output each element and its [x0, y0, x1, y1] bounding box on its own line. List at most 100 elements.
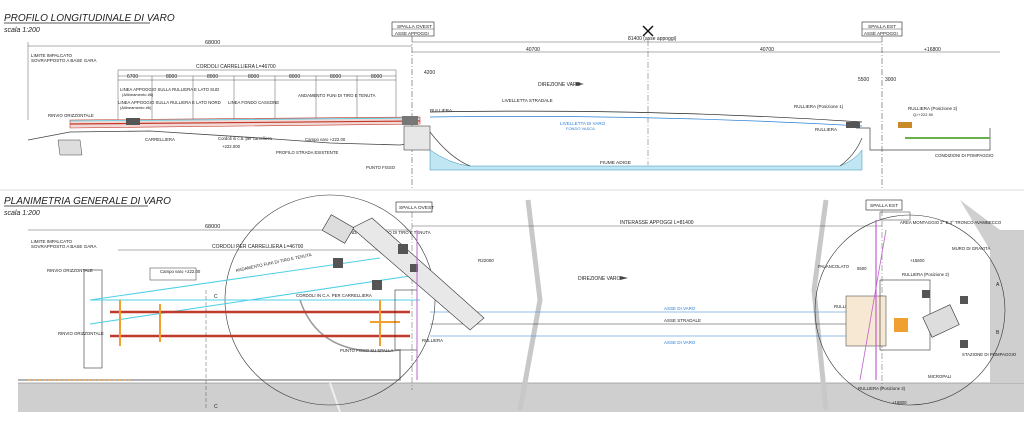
- profile-dim-right: +16800: [924, 47, 941, 53]
- profile-condizioni: CONDIZIONI DI POMPAGGIO: [935, 153, 994, 158]
- profile-title: PROFILO LONGITUDINALE DI VARO: [4, 13, 175, 24]
- profile-asse-appoggi-est: ASSE APPOGGI: [864, 31, 898, 36]
- plan-interasse: INTERASSE APPOGGI L=81400: [620, 220, 694, 226]
- profile-sovrapposto: SOVRAPPOSTO A BASE GARA: [31, 58, 96, 63]
- plan-cordoli: CORDOLI PER CARRELLIERA L=46700: [212, 244, 304, 250]
- profile-asse-appoggi-ovest: ASSE APPOGGI: [395, 31, 429, 36]
- plan-title: PLANIMETRIA GENERALE DI VARO: [4, 196, 171, 207]
- plan-direction-arrow-icon: [620, 276, 628, 280]
- segment-label: 8000: [289, 74, 300, 80]
- plan-rulliera: RULLIERA: [422, 338, 443, 343]
- profile-livelletta: LIVELLETTA STRADALE: [502, 98, 553, 103]
- plan-spalla-est-tag: SPALLA EST: [865, 199, 903, 211]
- plan-rinvio-1: RINVIO ORIZZONTALE: [47, 268, 93, 273]
- plan-sovrapposto: SOVRAPPOSTO A BASE GARA: [31, 244, 96, 249]
- profile-dim-half-left: 40700: [526, 47, 540, 53]
- profile-rulliera-ovest: RULLIERA: [430, 108, 452, 113]
- profile-rulliera-label: RULLIERA: [815, 127, 837, 132]
- segment-label: 8000: [371, 74, 382, 80]
- plan-palancolato: PALANCOLATO: [818, 264, 850, 269]
- profile-campo-varo: Campo varo +222.00: [305, 137, 346, 142]
- profile-linea2b: (Allineamento #6): [120, 105, 152, 110]
- profile-fondo-vasca: FONDO VASCA: [566, 126, 595, 131]
- plan-rinvio-2: RINVIO ORIZZONTALE: [58, 331, 104, 336]
- profile-cordoli-ca: Cordoli in c.a. per carrelliera: [218, 136, 272, 141]
- plan-micropali: MICROPALI: [928, 374, 951, 379]
- segment-label: 6700: [127, 74, 138, 80]
- east-structure: [845, 220, 968, 381]
- plan-asse-varo-2: ASSE DI VARO: [664, 340, 696, 345]
- east-rulliera-block: [846, 122, 860, 128]
- plan-spalla-ovest-tag: SPALLA OVEST: [395, 201, 434, 213]
- plan-limite: LIMITE IMPALCATO: [31, 239, 73, 244]
- profile-linea3: LINEA FONDO CASSONE: [228, 100, 279, 105]
- profile-dim-4200: 4200: [424, 70, 435, 76]
- segment-label: 8000: [166, 74, 177, 80]
- cables: [89, 257, 420, 325]
- profile-linea2: LINEA APPOGGIO SULLA RULLIERA E LATO NOR…: [118, 100, 221, 105]
- profile-rulliera-p2: RULLIERA (Posizione 2): [908, 106, 958, 111]
- carrelliera-rails: [110, 310, 410, 338]
- plan-stazione: STAZIONE DI POMPAGGIO: [962, 352, 1017, 357]
- profile-dim-5500: 5500: [858, 77, 869, 83]
- plan-dim-right: +16800: [892, 400, 907, 405]
- profile-spalla-est-tag: SPALLA EST ASSE APPOGGI: [861, 21, 903, 37]
- profile-carrelliera: CARRELLIERA: [145, 137, 175, 142]
- plan-area: AREA MONTAGGIO 2° E 3° TRONCO AVAMBECCO: [900, 220, 1002, 225]
- profile-dim-total: 68000: [205, 40, 220, 46]
- river-bank-east: [811, 199, 829, 411]
- midspan-marker-icon: [642, 25, 654, 37]
- plan-rulliera-p3: RULLIERA (Posizione 3): [858, 386, 906, 391]
- segment-dimensions: 6700 8000 8000 8000 8000 8000 8000: [117, 70, 397, 120]
- profile-scale: scala 1:200: [4, 27, 40, 34]
- profile-spalla-ovest: SPALLA OVEST: [397, 24, 432, 30]
- east-retaining-zone: [960, 200, 1024, 383]
- plan-sec-c-top: C: [214, 294, 218, 300]
- plan-campo-varo-tag: Campo varo +222.00: [149, 267, 201, 281]
- launch-nose: [321, 214, 485, 331]
- plan-muro: MURO DI GRAVITÀ: [952, 246, 990, 251]
- segment-label: 8000: [207, 74, 218, 80]
- plan-sec-a: A: [996, 282, 1000, 288]
- profile-strada: PROFILO STRADA ESISTENTE: [276, 150, 338, 155]
- plan-dim-15600: +15600: [910, 258, 925, 263]
- plan-axes: [430, 311, 860, 337]
- west-rinvio-frame: [83, 269, 103, 369]
- segment-label: 8000: [330, 74, 341, 80]
- plan-section: PLANIMETRIA GENERALE DI VARO scala 1:200…: [4, 194, 1024, 413]
- plan-sec-b: B: [996, 330, 1000, 336]
- deck-profile: [69, 116, 421, 129]
- plan-direzione: DIREZIONE VARO: [578, 276, 621, 282]
- east-rulliera-block-2: [898, 122, 912, 128]
- profile-dim-half-right: 40700: [760, 47, 774, 53]
- plan-campo-varo: Campo varo +222.00: [160, 269, 201, 274]
- profile-linea1b: (Allineamento #6): [122, 92, 154, 97]
- profile-punto-fisso: PUNTO FISSO: [366, 165, 396, 170]
- plan-spalla-ovest: SPALLA OVEST: [399, 205, 434, 211]
- plan-dim-5500: 5500: [857, 266, 867, 271]
- plan-spalla-est: SPALLA EST: [870, 203, 898, 209]
- profile-spalla-ovest-tag: SPALLA OVEST ASSE APPOGGI: [391, 21, 435, 37]
- profile-rinvio: RINVIO ORIZZONTALE: [48, 113, 94, 118]
- plan-sec-c-bottom: C: [214, 404, 218, 410]
- orange-bracing: [119, 300, 400, 346]
- east-radius-circle: [814, 214, 1006, 406]
- profile-livelletta-varo: LIVELLETTA DI VARO: [560, 121, 606, 126]
- profile-fiume: FIUME ADIGE: [600, 160, 631, 166]
- profile-section: PROFILO LONGITUDINALE DI VARO scala 1:20…: [4, 13, 1000, 190]
- plan-scale: scala 1:200: [4, 210, 40, 217]
- profile-cordoli: CORDOLI CARRELLIERA L=46700: [196, 64, 276, 70]
- plan-r22000: R22000: [478, 258, 494, 263]
- profile-direzione: DIREZIONE VARO: [538, 82, 581, 88]
- plan-rulliera-p2: RULLIERA (Posizione 2): [902, 272, 950, 277]
- plan-dim-total: 68000: [205, 224, 220, 230]
- profile-rulliera-p1: RULLIERA (Posizione 1): [794, 104, 844, 109]
- plan-asse-varo-1: ASSE DI VARO: [664, 306, 696, 311]
- river-adige: [429, 149, 863, 171]
- plan-asse-stradale: ASSE STRADALE: [664, 318, 701, 323]
- profile-linea1: LINEA APPOGGIO SULLA RULLIERA E LATO SUD: [120, 87, 219, 92]
- profile-quota-r: Q=+222.90: [913, 112, 934, 117]
- profile-quota1: +222.000: [222, 144, 241, 149]
- profile-andamento: ANDAMENTO FUNI DI TIRO E TENUTA: [298, 93, 376, 98]
